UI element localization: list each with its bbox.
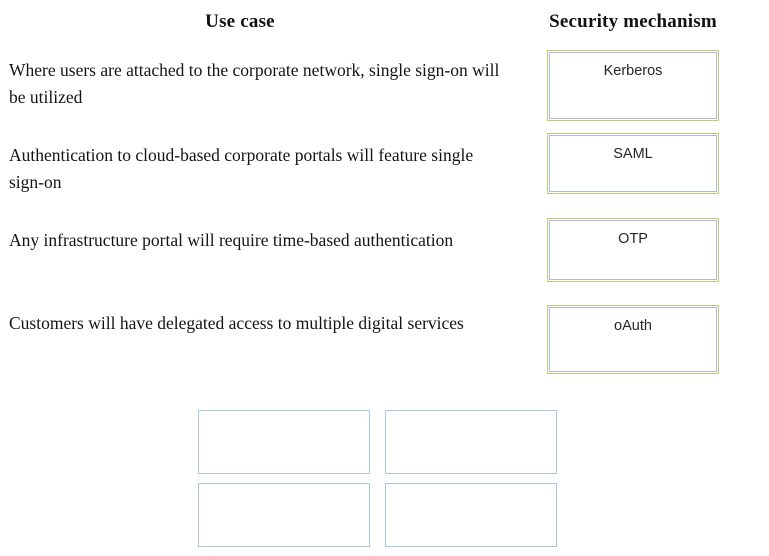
security-mechanism-label: Kerberos: [603, 63, 663, 79]
security-mechanism-tile-saml[interactable]: SAML: [547, 133, 719, 194]
use-case-statement: Where users are attached to the corporat…: [9, 60, 500, 107]
tile-surface: OTP: [549, 220, 717, 280]
use-case-statement: Customers will have delegated access to …: [9, 313, 464, 333]
answer-drop-target[interactable]: [385, 410, 557, 474]
answer-drop-target[interactable]: [198, 410, 370, 474]
tile-surface: SAML: [549, 135, 717, 192]
security-mechanism-column-heading: Security mechanism: [549, 11, 717, 32]
use-case-statement: Authentication to cloud-based corporate …: [9, 145, 474, 192]
use-case-column-heading: Use case: [205, 11, 275, 32]
security-mechanism-tile-kerberos[interactable]: Kerberos: [547, 50, 719, 121]
security-mechanism-tile-otp[interactable]: OTP: [547, 218, 719, 282]
security-mechanism-tile-oauth[interactable]: oAuth: [547, 305, 719, 374]
answer-drop-target[interactable]: [385, 483, 557, 547]
tile-surface: oAuth: [549, 307, 717, 372]
use-case-statement: Any infrastructure portal will require t…: [9, 230, 454, 250]
answer-drop-target[interactable]: [198, 483, 370, 547]
security-mechanism-label: OTP: [618, 231, 648, 247]
security-mechanism-label: SAML: [613, 146, 653, 162]
security-mechanism-label: oAuth: [614, 318, 652, 334]
tile-surface: Kerberos: [549, 52, 717, 119]
